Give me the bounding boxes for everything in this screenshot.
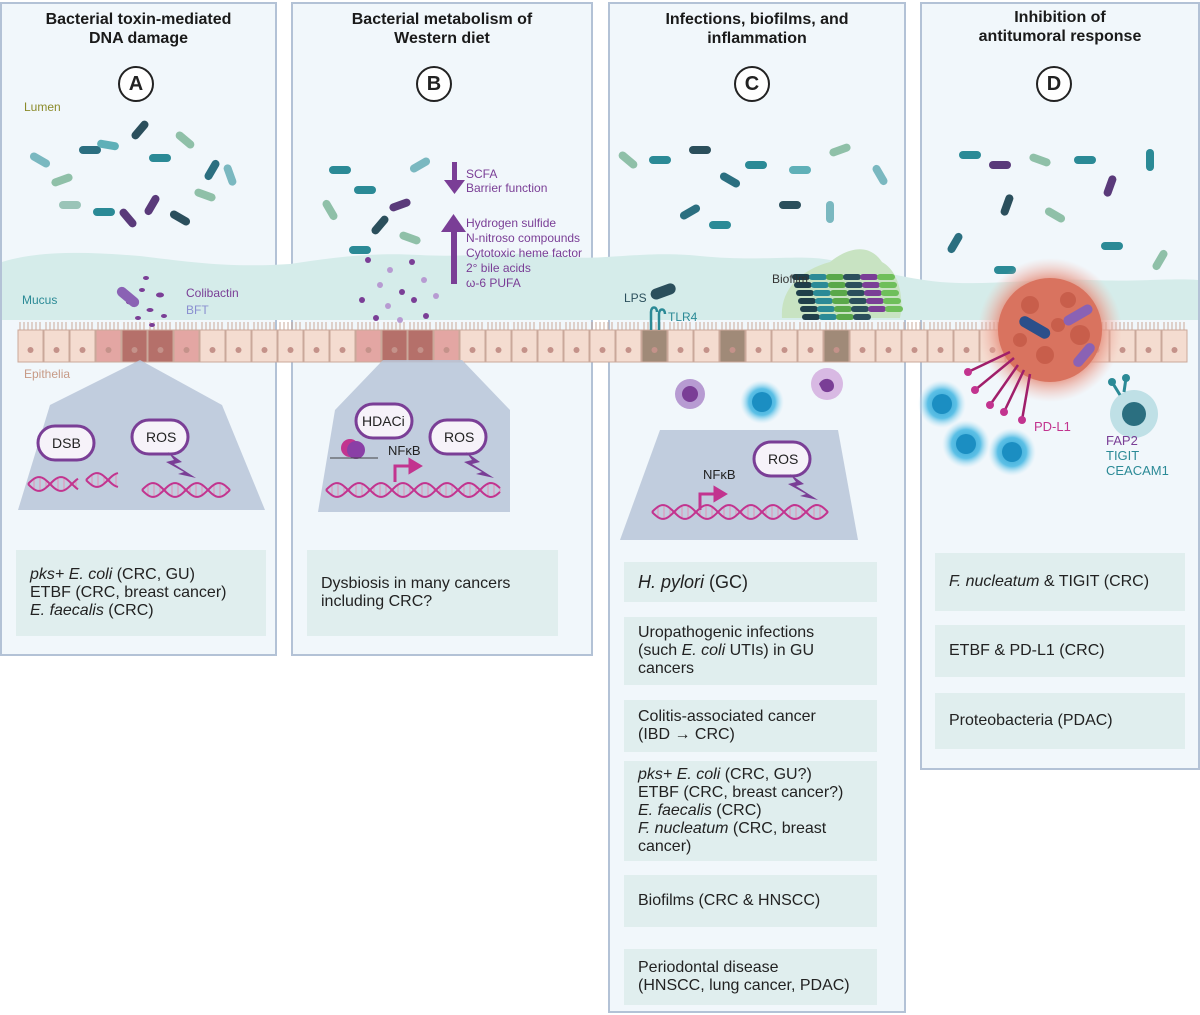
box-text: Biofilms (CRC & HNSCC) — [638, 892, 821, 909]
box-text: Uropathogenic infections — [638, 624, 815, 641]
label-epithelia: Epithelia — [24, 367, 71, 381]
box-line: (such E. coli UTIs) in GU — [638, 642, 863, 660]
label-nfkb-b: NFκB — [388, 443, 421, 458]
panel-c-title: Infections, biofilms, and inflammation — [665, 11, 849, 47]
box-text: (CRC, GU) — [112, 566, 195, 583]
box-text: E. coli — [681, 642, 726, 659]
box-text: E. faecalis — [638, 802, 712, 819]
label-ros-a: ROS — [146, 429, 177, 445]
box-text: (IBD → CRC) — [638, 726, 735, 743]
box-line: F. nucleatum (CRC, breast — [638, 820, 863, 838]
box-text: (CRC, breast — [728, 820, 827, 837]
box-c-4: Biofilms (CRC & HNSCC) — [624, 875, 877, 927]
label-fap2: FAP2 — [1106, 433, 1138, 448]
box-line: E. faecalis (CRC) — [30, 602, 252, 620]
box-text: (HNSCC, lung cancer, PDAC) — [638, 977, 850, 994]
panel-c-letter: C — [734, 66, 770, 102]
box-line: Biofilms (CRC & HNSCC) — [638, 892, 863, 910]
box-text: pks+ E. coli — [30, 566, 113, 583]
label-tlr4: TLR4 — [668, 310, 698, 324]
box-line: H. pylori (GC) — [638, 573, 863, 591]
box-line: cancer) — [638, 838, 863, 856]
box-c-3: pks+ E. coli (CRC, GU?)ETBF (CRC, breast… — [624, 761, 877, 861]
label-b-up: Hydrogen sulfide N-nitroso compounds Cyt… — [466, 216, 583, 290]
box-line: pks+ E. coli (CRC, GU) — [30, 566, 252, 584]
box-text: including CRC? — [321, 593, 433, 610]
box-text: (CRC, GU?) — [720, 766, 812, 783]
label-dsb: DSB — [52, 435, 81, 451]
box-text: E. faecalis — [30, 602, 104, 619]
panel-a-letter: A — [118, 66, 154, 102]
box-line: Proteobacteria (PDAC) — [949, 712, 1171, 730]
box-line: including CRC? — [321, 593, 544, 611]
label-pdl1: PD-L1 — [1034, 419, 1071, 434]
box-d-1: ETBF & PD-L1 (CRC) — [935, 625, 1185, 677]
box-c-5: Periodontal disease(HNSCC, lung cancer, … — [624, 949, 877, 1005]
label-ceacam1: CEACAM1 — [1106, 463, 1169, 478]
box-line: Uropathogenic infections — [638, 624, 863, 642]
box-d-0: F. nucleatum & TIGIT (CRC) — [935, 553, 1185, 611]
box-line: ETBF (CRC, breast cancer?) — [638, 784, 863, 802]
box-d-2: Proteobacteria (PDAC) — [935, 693, 1185, 749]
label-colibactin: Colibactin — [186, 286, 239, 300]
box-line: pks+ E. coli (CRC, GU?) — [638, 766, 863, 784]
box-c-1: Uropathogenic infections(such E. coli UT… — [624, 617, 877, 685]
box-text: Proteobacteria (PDAC) — [949, 712, 1113, 729]
panel-a-title: Bacterial toxin-mediated DNA damage — [45, 11, 232, 47]
panel-d-letter: D — [1036, 66, 1072, 102]
label-mucus: Mucus — [22, 293, 58, 307]
box-text: ETBF (CRC, breast cancer) — [30, 584, 227, 601]
box-line: (HNSCC, lung cancer, PDAC) — [638, 977, 863, 995]
box-c-0: H. pylori (GC) — [624, 562, 877, 602]
box-line: F. nucleatum & TIGIT (CRC) — [949, 573, 1171, 591]
box-text: cancers — [638, 660, 695, 677]
label-b-down: SCFA Barrier function — [466, 167, 548, 195]
box-text: Dysbiosis in many cancers — [321, 575, 511, 592]
box-text: ETBF (CRC, breast cancer?) — [638, 784, 844, 801]
label-biofilm: Biofilm — [772, 272, 809, 286]
box-text: pks+ E. coli — [638, 766, 721, 783]
panel-d-title: Inhibition of antitumoral response — [978, 9, 1142, 45]
box-a-0: pks+ E. coli (CRC, GU)ETBF (CRC, breast … — [16, 550, 266, 636]
panel-b-letter: B — [416, 66, 452, 102]
box-line: Colitis-associated cancer — [638, 708, 863, 726]
box-line: ETBF & PD-L1 (CRC) — [949, 642, 1171, 660]
box-text: (such — [638, 642, 682, 659]
box-text: Colitis-associated cancer — [638, 708, 816, 725]
box-text: (GC) — [704, 572, 749, 592]
label-hdaci: HDACi — [362, 413, 405, 429]
panel-b-title: Bacterial metabolism of Western diet — [351, 11, 533, 47]
box-text: ETBF & PD-L1 (CRC) — [949, 642, 1105, 659]
box-line: cancers — [638, 660, 863, 678]
box-text: (CRC) — [711, 802, 762, 819]
box-line: Periodontal disease — [638, 959, 863, 977]
label-lps: LPS — [624, 291, 647, 305]
box-text: UTIs) in GU — [725, 642, 815, 659]
label-bft: BFT — [186, 303, 209, 317]
box-line: ETBF (CRC, breast cancer) — [30, 584, 252, 602]
box-text: Periodontal disease — [638, 959, 779, 976]
box-line: E. faecalis (CRC) — [638, 802, 863, 820]
box-text: H. pylori — [638, 572, 705, 592]
box-text: F. nucleatum — [638, 820, 729, 837]
label-tigit: TIGIT — [1106, 448, 1140, 463]
panel-b: Bacterial metabolism of Western diet B — [291, 2, 593, 656]
box-text: (CRC) — [103, 602, 154, 619]
box-line: Dysbiosis in many cancers — [321, 575, 544, 593]
box-c-2: Colitis-associated cancer(IBD → CRC) — [624, 700, 877, 752]
panel-c: Infections, biofilms, and inflammation C — [608, 2, 906, 1013]
label-lumen: Lumen — [24, 100, 61, 114]
label-ros-b: ROS — [444, 429, 475, 445]
box-line: (IBD → CRC) — [638, 726, 863, 744]
label-ros-c: ROS — [768, 451, 799, 467]
label-nfkb-c: NFκB — [703, 467, 736, 482]
box-text: cancer) — [638, 838, 692, 855]
box-text: & TIGIT (CRC) — [1039, 573, 1150, 590]
box-text: F. nucleatum — [949, 573, 1040, 590]
